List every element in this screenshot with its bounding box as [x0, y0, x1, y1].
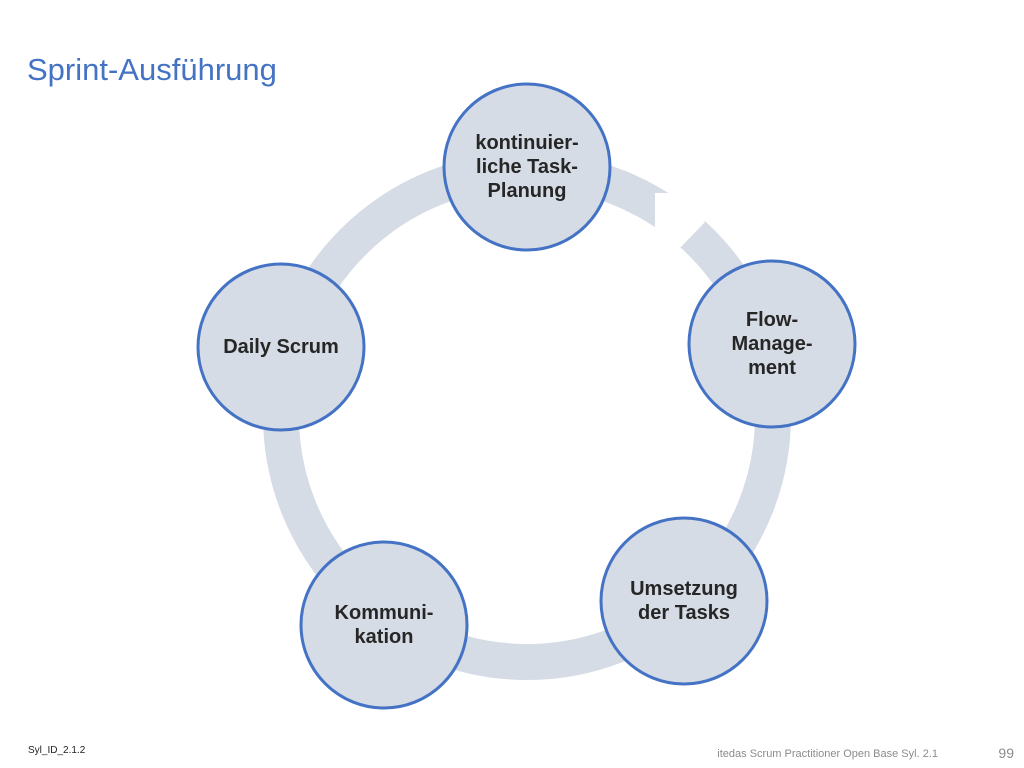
node-circle-daily-scrum: [196, 262, 366, 432]
node-label-daily-scrum: Daily Scrum: [223, 336, 339, 358]
node-label-communication: Kommuni- kation: [334, 602, 434, 648]
node-label-task-execution: Umsetzung der Tasks: [630, 578, 738, 624]
node-label-flow-management: Flow- Manage- ment: [731, 309, 813, 379]
node-circle-task-execution: [599, 516, 769, 686]
cycle-arrow-head: [680, 222, 742, 266]
node-circle-flow-management: [687, 259, 857, 429]
node-label-task-planning: kontinuier- liche Task- Planung: [475, 132, 579, 202]
footer-source: itedas Scrum Practitioner Open Base Syl.…: [717, 748, 938, 760]
node-circle-task-planning: [442, 82, 612, 252]
footer-doc-id: Syl_ID_2.1.2: [28, 745, 86, 756]
cycle-ring-notch: [655, 193, 705, 248]
node-circle-communication: [299, 540, 469, 710]
page-number: 99: [998, 745, 1014, 761]
slide-title: Sprint-Ausführung: [27, 52, 277, 87]
